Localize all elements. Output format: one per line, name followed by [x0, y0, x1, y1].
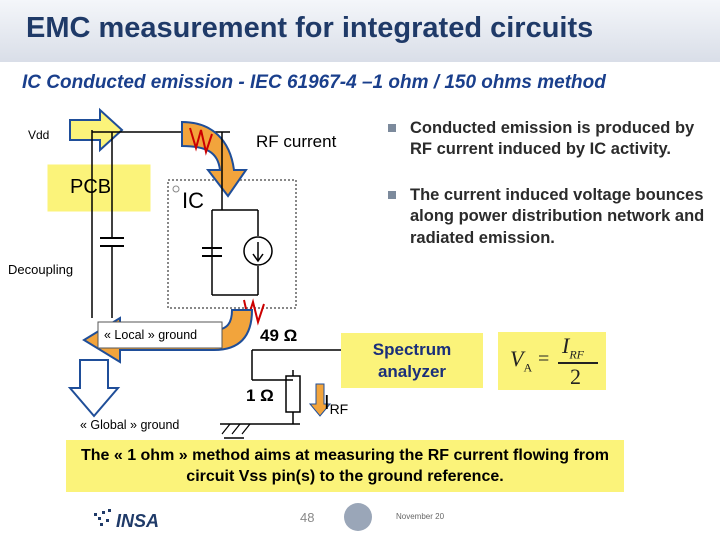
ic-label: IC	[182, 188, 204, 213]
rf-current-squiggle	[189, 127, 213, 156]
spectrum-analyzer-label: Spectrum analyzer	[372, 340, 452, 381]
resistor-1	[285, 375, 301, 413]
bullet-item: Conducted emission is produced by RF cur…	[388, 118, 708, 161]
bullet-list: Conducted emission is produced by RF cur…	[388, 118, 708, 269]
formula-numerator: IRF	[562, 333, 584, 362]
pcb-box	[47, 164, 151, 212]
global-ground-arrow	[67, 359, 121, 418]
formula-denominator: 2	[570, 364, 581, 389]
page-number: 48	[300, 510, 315, 525]
bullet-marker-icon	[388, 124, 396, 132]
slide-subtitle: IC Conducted emission - IEC 61967-4 –1 o…	[22, 72, 606, 93]
irf-sub: RF	[329, 401, 349, 417]
formula-eq: =	[538, 348, 550, 370]
formula-v: V	[510, 346, 524, 371]
insa-logo-icon: INSA	[94, 509, 159, 531]
footer-date: November 20	[396, 512, 445, 521]
bullet-text: The current induced voltage bounces alon…	[410, 185, 705, 247]
ic-chip	[167, 179, 297, 309]
formula-i-sub: RF	[569, 347, 584, 362]
formula-lhs: VA	[510, 346, 532, 375]
local-ground-box	[97, 321, 223, 349]
resistor-1-label: 1 Ω	[246, 386, 274, 405]
formula-i: I	[562, 333, 570, 358]
insa-logo-text: INSA	[116, 511, 159, 531]
vdd-label: Vdd	[28, 128, 50, 142]
vdd-arrow	[69, 107, 124, 153]
pcb-label: PCB	[70, 176, 112, 198]
emission-diagram	[47, 107, 341, 443]
title-bar	[0, 0, 720, 62]
irf-arrow	[308, 383, 332, 417]
bullet-item: The current induced voltage bounces alon…	[388, 185, 708, 249]
slide-title: EMC measurement for integrated circuits	[26, 12, 594, 44]
bullet-marker-icon	[388, 190, 396, 199]
formula-box: VA = IRF 2	[498, 332, 606, 390]
resistor-49-label: 49 Ω	[260, 326, 298, 345]
formula-divider	[558, 362, 598, 364]
rf-current-label: RF current	[256, 132, 337, 151]
local-ground-label: « Local » ground	[104, 328, 198, 342]
bullet-text: Conducted emission is produced by RF cur…	[410, 119, 695, 159]
decoupling-label: Decoupling	[8, 262, 74, 277]
spectrum-analyzer-box: Spectrum analyzer	[341, 333, 483, 388]
page-circle-icon	[344, 503, 372, 531]
irf-label: IRF	[324, 392, 348, 417]
method-note: The « 1 ohm » method aims at measuring t…	[66, 440, 624, 492]
formula-v-sub: A	[523, 360, 533, 375]
irf-main: I	[324, 392, 330, 414]
global-ground-label: « Global » ground	[80, 418, 180, 432]
